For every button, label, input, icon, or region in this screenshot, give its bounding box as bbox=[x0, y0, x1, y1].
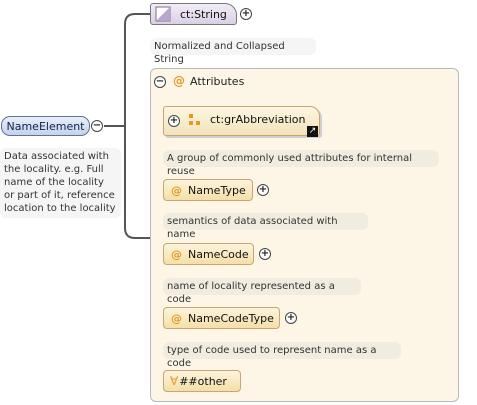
attribute-group-description: A group of commonly used attributes for … bbox=[163, 150, 439, 177]
expand-attribute-group-button[interactable]: + bbox=[168, 115, 180, 127]
plus-icon: + bbox=[260, 248, 270, 259]
expand-nametype-button[interactable]: + bbox=[257, 184, 269, 196]
attribute-namecodetype-description: type of code used to represent name as a… bbox=[163, 342, 401, 369]
expand-namecode-button[interactable]: + bbox=[259, 248, 271, 260]
minus-icon: − bbox=[155, 76, 165, 87]
attribute-at-icon: @ bbox=[171, 247, 182, 261]
minus-icon: − bbox=[92, 120, 102, 131]
reference-link-icon[interactable]: ↗ bbox=[307, 126, 318, 137]
plus-icon: + bbox=[286, 312, 296, 323]
attribute-at-icon: @ bbox=[171, 311, 182, 325]
plus-icon: + bbox=[241, 8, 251, 19]
attribute-namecode-label: NameCode bbox=[188, 247, 249, 261]
attribute-namecode-description: name of locality represented as a code bbox=[163, 278, 361, 305]
attribute-namecode[interactable]: @ NameCode bbox=[163, 243, 254, 265]
attributes-title: Attributes bbox=[190, 75, 245, 88]
root-element-label: NameElement bbox=[6, 119, 85, 133]
attribute-at-icon: @ bbox=[171, 183, 182, 197]
attribute-nametype-label: NameType bbox=[188, 183, 246, 197]
attribute-namecodetype-label: NameCodeType bbox=[188, 311, 274, 325]
attribute-namecodetype[interactable]: @ NameCodeType bbox=[163, 307, 280, 329]
plus-icon: + bbox=[169, 115, 179, 126]
type-node-label: ct:String bbox=[180, 7, 227, 21]
collapse-attributes-button[interactable]: − bbox=[154, 76, 166, 88]
attribute-group-icon bbox=[189, 114, 201, 126]
expand-namecodetype-button[interactable]: + bbox=[285, 312, 297, 324]
simple-type-icon bbox=[155, 6, 171, 22]
root-element-description: Data associated with the locality. e.g. … bbox=[0, 148, 121, 218]
attribute-at-icon: @ bbox=[173, 74, 185, 88]
attribute-nametype[interactable]: @ NameType bbox=[163, 179, 253, 201]
attribute-nametype-description: semantics of data associated with name bbox=[163, 213, 368, 240]
any-attribute-icon: ∀ bbox=[170, 374, 179, 388]
attribute-group-label: ct:grAbbreviation bbox=[210, 113, 306, 126]
expand-type-button[interactable]: + bbox=[240, 8, 252, 20]
any-attribute-label: ##other bbox=[179, 374, 227, 388]
type-node[interactable]: ct:String bbox=[150, 3, 237, 25]
root-element-node[interactable]: NameElement bbox=[1, 116, 90, 136]
plus-icon: + bbox=[258, 184, 268, 195]
collapse-root-button[interactable]: − bbox=[91, 120, 103, 132]
any-attribute-node[interactable]: ∀ ##other bbox=[163, 370, 241, 392]
type-node-description: Normalized and Collapsed String bbox=[150, 38, 316, 65]
